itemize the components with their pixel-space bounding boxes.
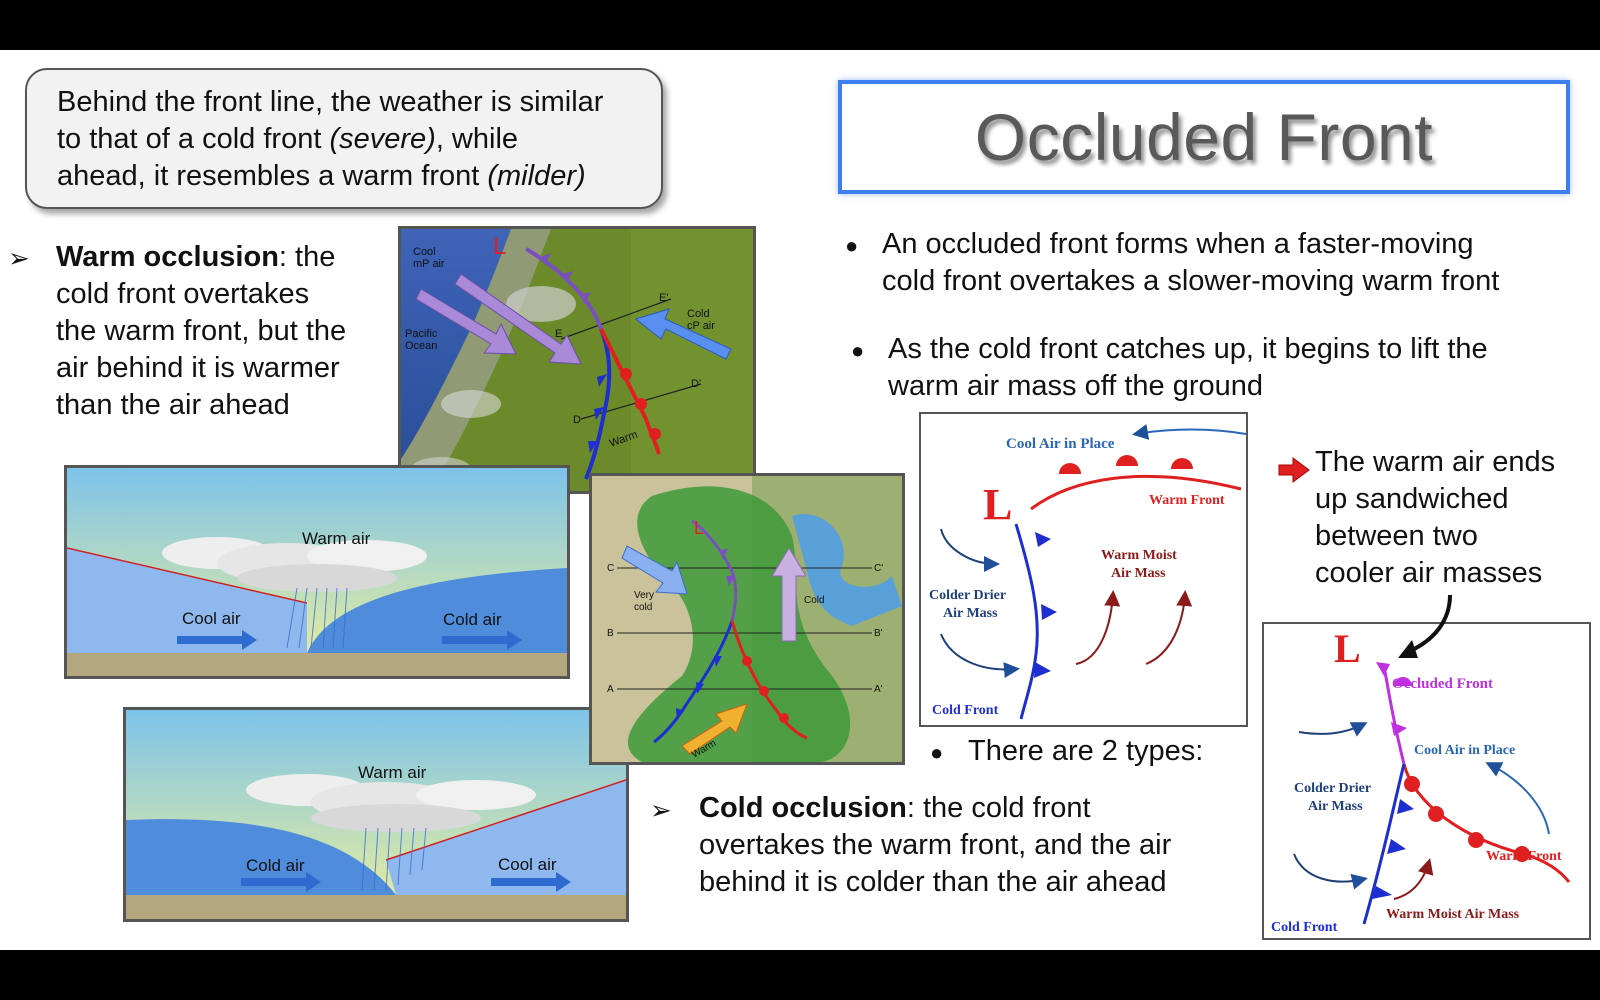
summary-callout: Behind the front line, the weather is si…: [25, 68, 663, 209]
text-line: : the cold front: [906, 792, 1091, 824]
text-line: the warm front, but the: [56, 315, 347, 347]
map-label: A': [874, 684, 883, 695]
warm-occlusion-cross-section: Warm air Cool air Cold air: [64, 465, 570, 679]
diagram-label: Cold Front: [932, 703, 999, 718]
map-label: D': [691, 378, 701, 390]
slide: Behind the front line, the weather is si…: [0, 50, 1600, 950]
cross-section-label: Warm air: [302, 529, 371, 548]
text-line: up sandwiched: [1315, 483, 1509, 515]
text-line: warm air mass off the ground: [888, 370, 1264, 402]
cross-section-label: Cold air: [246, 856, 305, 875]
cross-section-label: Warm air: [358, 763, 427, 782]
diagram-label: Warm Front: [1149, 493, 1225, 508]
text-line: than the air ahead: [56, 389, 290, 421]
map-label: C: [607, 563, 614, 574]
map-label: cold: [634, 602, 652, 613]
bullet-dot-icon: ●: [851, 338, 865, 363]
diagram-label: Warm Moist: [1101, 548, 1177, 563]
callout-emphasis: (severe): [329, 123, 436, 155]
map-label: cP air: [687, 320, 715, 332]
diagram-label: Colder Drier: [929, 588, 1006, 603]
map-label: Very: [634, 590, 654, 601]
text-line: air behind it is warmer: [56, 352, 340, 384]
text-line: The warm air ends: [1315, 446, 1556, 478]
map-label: Pacific: [405, 328, 438, 340]
bullet-3: There are 2 types:: [968, 735, 1204, 767]
sandwich-text: The warm air ends up sandwiched between …: [1315, 444, 1555, 592]
low-pressure-label: L: [694, 518, 704, 538]
text-line: : the: [278, 241, 336, 273]
map-label: C': [874, 563, 883, 574]
map-label: E': [659, 292, 668, 304]
diagram-label: Cool Air in Place: [1414, 743, 1515, 758]
bullet-2: As the cold front catches up, it begins …: [888, 331, 1488, 405]
front-diagram-before: Cool Air in Place L Warm Front Warm Mois…: [919, 412, 1248, 727]
cross-section-label: Cold air: [443, 610, 502, 629]
arrow-bullet-icon: ➢: [8, 243, 30, 273]
low-pressure-label: L: [1334, 626, 1361, 671]
diagram-label: Warm Front: [1486, 849, 1562, 864]
bullet-dot-icon: ●: [930, 740, 944, 765]
arrow-bullet-icon: ➢: [650, 795, 672, 825]
cold-occlusion-map: L Very cold Cold Warm C C' B B' A A': [589, 473, 905, 765]
diagram-label: Cool Air in Place: [1006, 436, 1115, 452]
diagram-label: Air Mass: [1308, 799, 1363, 814]
map-label: D: [573, 414, 581, 426]
text-line: behind it is colder than the air ahead: [699, 866, 1167, 898]
cross-section-label: Cool air: [498, 855, 557, 874]
text-line: As the cold front catches up, it begins …: [888, 333, 1488, 365]
pointer-arrow-icon: [1398, 594, 1452, 658]
diagram-label: Occluded Front: [1392, 676, 1493, 692]
cold-occlusion-term: Cold occlusion: [699, 792, 907, 824]
diagram-label: Warm Moist Air Mass: [1386, 907, 1520, 922]
low-pressure-label: L: [493, 233, 506, 260]
map-label: A: [607, 684, 614, 695]
bullet-1: An occluded front forms when a faster-mo…: [882, 226, 1499, 300]
text-line: cold front overtakes: [56, 278, 310, 310]
diagram-label: Air Mass: [1111, 566, 1166, 581]
front-diagram-occluded: L Occluded Front Cool Air in Place Colde…: [1262, 622, 1591, 940]
title-box: Occluded Front: [838, 80, 1570, 194]
text-line: overtakes the warm front, and the air: [699, 829, 1172, 861]
map-label: E: [555, 328, 562, 340]
warm-occlusion-term: Warm occlusion: [56, 241, 279, 273]
map-label: Cool: [413, 246, 436, 258]
diagram-label: Cold Front: [1271, 920, 1338, 935]
map-label: B': [874, 628, 883, 639]
map-label: Cold: [804, 595, 825, 606]
cross-section-label: Cool air: [182, 609, 241, 628]
callout-line-3: ahead, it resembles a warm front (milder…: [57, 158, 641, 195]
bullet-dot-icon: ●: [845, 233, 859, 258]
text-line: An occluded front forms when a faster-mo…: [882, 228, 1474, 260]
callout-text: , while: [435, 123, 519, 155]
text-line: between two: [1315, 520, 1478, 552]
red-arrow-icon: [1278, 457, 1310, 483]
cold-occlusion-text: Cold occlusion: the cold front overtakes…: [699, 790, 1171, 901]
map-label: Ocean: [405, 340, 437, 352]
cold-occlusion-cross-section: Warm air Cold air Cool air: [123, 707, 629, 922]
callout-text: to that of a cold front: [57, 123, 330, 155]
map-label: B: [607, 628, 614, 639]
warm-occlusion-text: Warm occlusion: the cold front overtakes…: [56, 239, 386, 424]
map-label: mP air: [413, 258, 445, 270]
map-label: Cold: [687, 308, 710, 320]
text-line: cooler air masses: [1315, 557, 1543, 589]
callout-text: ahead, it resembles a warm front: [57, 160, 488, 192]
low-pressure-label: L: [983, 480, 1012, 529]
callout-line-2: to that of a cold front (severe), while: [57, 121, 641, 158]
text-line: cold front overtakes a slower-moving war…: [882, 265, 1500, 297]
callout-emphasis: (milder): [487, 160, 586, 192]
diagram-label: Air Mass: [943, 606, 998, 621]
page-title: Occluded Front: [974, 100, 1434, 174]
callout-line-1: Behind the front line, the weather is si…: [57, 86, 604, 118]
diagram-label: Colder Drier: [1294, 781, 1371, 796]
warm-occlusion-map: L Cool mP air Pacific Ocean Cold cP air …: [398, 226, 756, 494]
